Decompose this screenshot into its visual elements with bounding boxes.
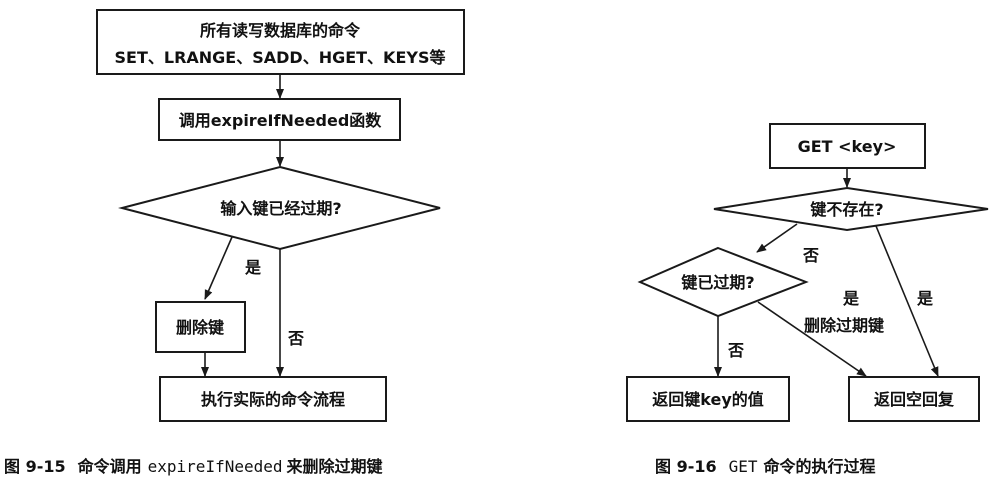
get-key-box [769, 123, 926, 169]
start-line2: SET、LRANGE、SADD、HGET、KEYS等 [115, 48, 446, 67]
return-value-box [626, 376, 790, 422]
start-box [96, 9, 465, 75]
caption-9-15-part-b: 来删除过期键 [286, 457, 383, 476]
arrow-yes-to-empty [875, 225, 939, 377]
decision-key-missing [713, 186, 989, 232]
caption-9-15-number: 图 9-15 [4, 457, 66, 476]
start-line1: 所有读写数据库的命令 [200, 21, 361, 40]
caption-9-15-code: expireIfNeeded [148, 457, 283, 476]
yes-label-2: 是 [916, 289, 933, 308]
caption-9-15-part-a: 命令调用 [77, 457, 142, 476]
no-label-1: 否 [802, 246, 819, 265]
delete-box [155, 301, 246, 353]
decision2-label: 键已过期? [680, 273, 754, 292]
yes-label: 是 [244, 258, 261, 277]
delete-expired-label: 删除过期键 [804, 316, 884, 335]
figure-9-15: 所有读写数据库的命令 SET、LRANGE、SADD、HGET、KEYS等 调用… [4, 9, 465, 476]
caption-9-16-code: GET [729, 457, 758, 476]
execute-box [159, 376, 387, 422]
return-empty-label: 返回空回复 [874, 390, 955, 409]
caption-9-16: 图 9-16 GET 命令的执行过程 [655, 457, 876, 476]
delete-label: 删除键 [176, 318, 224, 337]
no-label: 否 [287, 329, 304, 348]
figure-9-16: GET <key> 键不存在? 否 键已过期? 否 是 删除过期键 是 返回键k… [626, 123, 989, 476]
call-label: 调用expireIfNeeded函数 [179, 111, 383, 130]
return-empty-box [848, 376, 980, 422]
caption-9-16-number: 图 9-16 [655, 457, 717, 476]
decision1-label: 键不存在? [809, 200, 883, 219]
arrow-yes-to-delete [204, 236, 233, 300]
no-label-2: 否 [727, 341, 744, 360]
arrow-no-to-decision2 [756, 223, 798, 253]
decision-label: 输入键已经过期? [220, 199, 341, 218]
return-value-label: 返回键key的值 [652, 390, 764, 409]
caption-9-16-part-b: 命令的执行过程 [763, 457, 876, 476]
call-box [158, 98, 401, 141]
arrow-delete-expired-to-empty [757, 301, 867, 377]
execute-label: 执行实际的命令流程 [201, 390, 345, 409]
get-key-label: GET <key> [798, 137, 897, 156]
yes-label-1: 是 [842, 289, 859, 308]
